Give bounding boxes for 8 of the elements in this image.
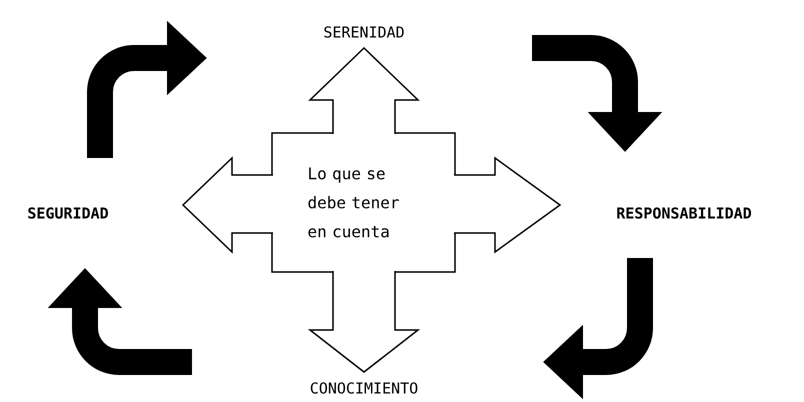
label-text: CONOCIMIENTO bbox=[310, 382, 418, 394]
block-arrow bbox=[308, 46, 420, 135]
block-arrow bbox=[308, 270, 420, 373]
label-text: RESPONSABILIDAD bbox=[617, 207, 752, 219]
block-arrow bbox=[182, 156, 274, 254]
label-text: SERENIDAD bbox=[324, 26, 404, 38]
label-text: SEGURIDAD bbox=[28, 207, 108, 219]
block-arrow bbox=[453, 156, 562, 254]
